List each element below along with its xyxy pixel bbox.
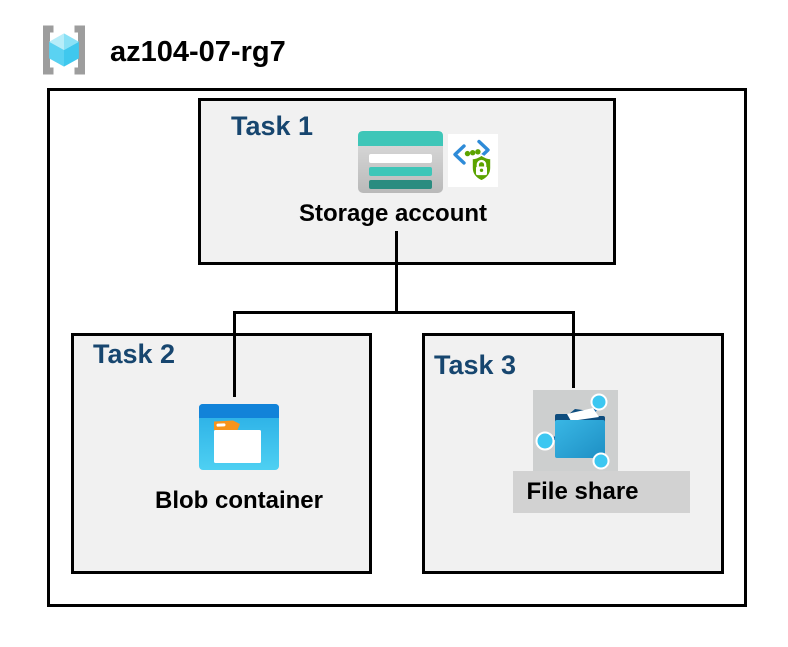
storage-account-icon [358, 131, 443, 193]
connector-to-blob-container [233, 311, 236, 397]
connector-branch-horizontal [233, 311, 575, 314]
resource-group-name: az104-07-rg7 [110, 36, 286, 68]
blob-container-icon [199, 404, 279, 470]
azure-resource-group-icon [36, 20, 92, 80]
sas-shield-lock-icon [448, 134, 498, 187]
connector-to-file-share [572, 311, 575, 388]
storage-account-caption: Storage account [298, 200, 488, 227]
task3-label: Task 3 [434, 350, 517, 380]
task2-box: Task 2 Blob container [71, 333, 372, 574]
task1-label: Task 1 [231, 111, 314, 141]
file-share-label-highlight: File share [513, 471, 690, 513]
file-share-caption: File share [526, 478, 639, 505]
task1-box: Task 1 [198, 98, 616, 265]
blob-container-caption: Blob container [154, 487, 323, 514]
task2-label: Task 2 [93, 339, 176, 369]
file-share-icon [533, 390, 618, 471]
connector-storage-stem [395, 231, 398, 313]
